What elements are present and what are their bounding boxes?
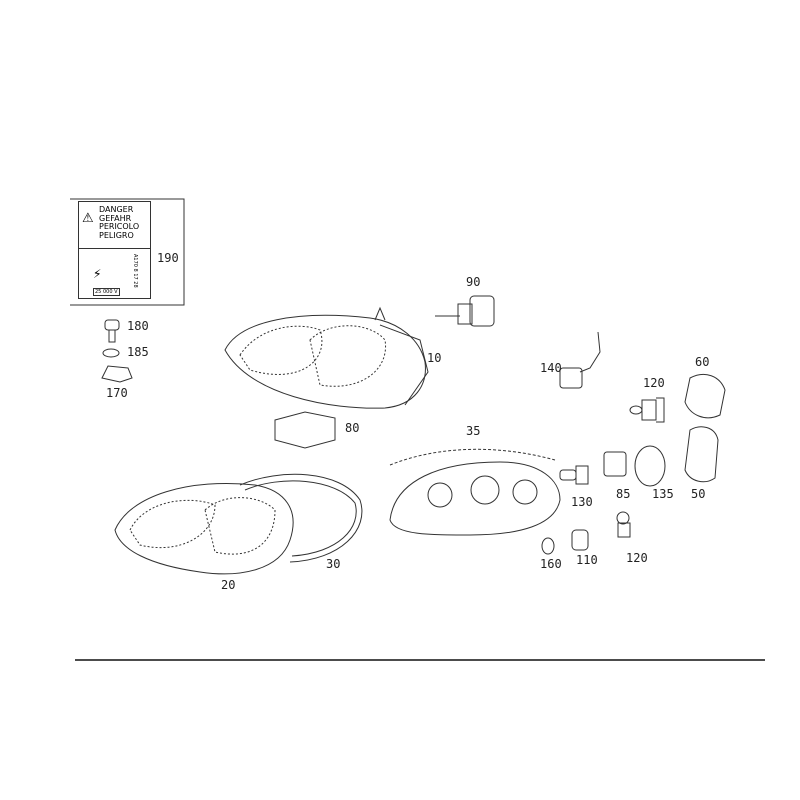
- socket-110: [571, 529, 589, 551]
- warning-text: GEFAHR: [99, 213, 132, 223]
- bulb-130: [559, 465, 589, 485]
- callout-180: 180: [127, 319, 149, 333]
- bulb-socket-140: [559, 331, 601, 389]
- washer-185: [102, 348, 120, 358]
- bulb-120-lower: [616, 511, 631, 538]
- lens-20: [114, 482, 294, 575]
- warning-text: DANGER: [99, 205, 134, 214]
- cap-60: [684, 374, 726, 419]
- callout-160: 160: [540, 557, 562, 571]
- callout-10: 10: [427, 351, 442, 365]
- bulb-160: [541, 537, 555, 555]
- housing-35: [389, 448, 561, 536]
- control-unit-80: [274, 411, 336, 449]
- callout-190: 190: [157, 251, 179, 265]
- callout-80: 80: [345, 421, 360, 435]
- callout-30: 30: [326, 557, 341, 571]
- warning-text: PERICOLO: [99, 222, 140, 231]
- warning-label-190: ⚠ DANGER GEFAHR PERICOLO PELIGRO ⚡ 25 00…: [78, 201, 151, 299]
- callout-35: 35: [466, 424, 481, 438]
- inset-frame: [70, 198, 185, 306]
- callout-130: 130: [571, 495, 593, 509]
- bolt-180: [104, 319, 120, 343]
- clip-170: [101, 365, 133, 383]
- warning-triangle-icon: ⚠: [82, 211, 94, 226]
- callout-135: 135: [652, 487, 674, 501]
- headlamp-assembly-10: [224, 306, 429, 409]
- callout-170: 170: [106, 386, 128, 400]
- warning-text: PELIGRO: [99, 230, 134, 240]
- voltage-text: 25 000 V: [93, 288, 120, 296]
- label-code: A170 8 17 28: [132, 254, 138, 288]
- callout-140: 140: [540, 361, 562, 375]
- gasket-30: [239, 473, 363, 563]
- igniter-85: [603, 451, 627, 477]
- high-voltage-icon: ⚡: [93, 266, 102, 282]
- callout-110: 110: [576, 553, 598, 567]
- retaining-ring-135: [634, 445, 666, 487]
- bulb-120-upper: [629, 397, 665, 423]
- callout-120-upper: 120: [643, 376, 665, 390]
- callout-120-lower: 120: [626, 551, 648, 565]
- cap-50: [684, 426, 719, 483]
- level-actuator-90: [435, 295, 495, 327]
- callout-60: 60: [695, 355, 710, 369]
- callout-50: 50: [691, 487, 706, 501]
- callout-85: 85: [616, 487, 631, 501]
- callout-90: 90: [466, 275, 481, 289]
- callout-20: 20: [221, 578, 236, 592]
- callout-185: 185: [127, 345, 149, 359]
